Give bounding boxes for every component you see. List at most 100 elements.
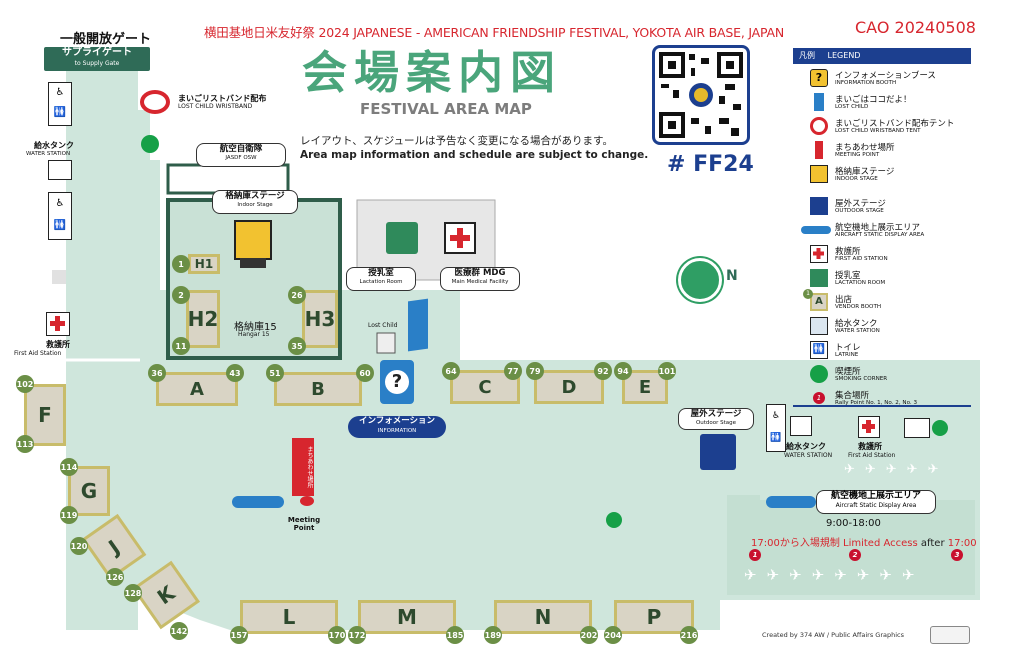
legend: 凡例 LEGEND ? インフォメーションブース INFORMATION BOO… [793, 48, 971, 410]
aid-station2-jp: 救護所 [858, 442, 882, 451]
legend-item-jp: 出店 [835, 295, 853, 305]
water-station-en: WATER STATION [26, 151, 71, 157]
aircraft-display-jp: 航空機地上展示エリア [830, 491, 921, 501]
booth-d-to: 92 [594, 362, 612, 380]
legend-item-jp: 航空機地上展示エリア [835, 223, 921, 233]
supply-gate-en: to Supply Gate [74, 60, 120, 67]
jasdf-en: JASDF OSW [225, 155, 257, 161]
booth-h1[interactable]: H1 [188, 254, 220, 274]
lactation-jp: 授乳室 [368, 268, 394, 278]
first-aid-icon [810, 245, 828, 263]
lost-wristband-jp: まいごリストバンド配布 [178, 94, 267, 103]
booth-l-from: 157 [230, 626, 248, 644]
legend-item-en: INDOOR STAGE [835, 176, 878, 182]
rally-icon: 1 [813, 392, 825, 404]
rally-point-3: 3 [951, 549, 963, 561]
booth-b-from: 51 [266, 364, 284, 382]
booth-n-to: 202 [580, 626, 598, 644]
booth-h2-to: 11 [172, 337, 190, 355]
legend-item-jp: 格納庫ステージ [835, 167, 895, 177]
first-aid-jp: 救護所 [46, 340, 70, 349]
booth-h3[interactable]: H3 [302, 290, 338, 348]
water-icon [790, 416, 812, 436]
medical-tag: 医療群 MDG Main Medical Facility [440, 267, 520, 291]
booth-b[interactable]: B [274, 372, 362, 406]
page-title-jp: 会場案内図 [302, 46, 563, 99]
public-gate-label: 一般開放ゲート [60, 32, 152, 47]
legend-item-en: INFORMATION BOOTH [835, 80, 897, 86]
booth-m-from: 172 [348, 626, 366, 644]
legend-item-en: LOST CHILD [835, 104, 869, 110]
booth-l[interactable]: L [240, 600, 338, 634]
lost-child-flag-icon [408, 298, 428, 352]
booth-m[interactable]: M [358, 600, 456, 634]
aircraft-row-icon: ✈✈✈✈✈✈✈✈ [744, 566, 925, 584]
first-aid-icon [858, 416, 880, 438]
meeting-flag-icon [815, 141, 823, 159]
booth-e-from: 94 [614, 362, 632, 380]
booth-f-to: 113 [16, 435, 34, 453]
latrine-icon: ♿🚻 [48, 82, 72, 126]
latrine-icon: ♿🚻 [766, 404, 786, 452]
information-sign: インフォメーション INFORMATION [348, 416, 446, 438]
outdoor-stage-tag: 屋外ステージ Outdoor Stage [678, 408, 754, 430]
indoor-stage-jp: 格納庫ステージ [225, 191, 285, 201]
booth-a[interactable]: A [156, 372, 238, 406]
legend-item-meeting: まちあわせ場所 MEETING POINT [793, 140, 971, 162]
booth-f[interactable]: F [24, 384, 66, 446]
legend-item-wristband: まいごリストバンド配布テント LOST CHILD WRISTBAND TENT [793, 116, 971, 138]
smoking-icon [606, 512, 622, 528]
legend-item-aircraft: 航空機地上展示エリア AIRCRAFT STATIC DISPLAY AREA [793, 220, 971, 242]
wristband-icon [140, 90, 170, 114]
lactation-icon [386, 222, 418, 254]
page-title-en: FESTIVAL AREA MAP [360, 100, 532, 118]
lactation-en: Lactation Room [359, 279, 403, 285]
booth-e-to: 101 [658, 362, 676, 380]
booth-k-to: 142 [170, 622, 188, 640]
legend-item-en: OUTDOOR STAGE [835, 208, 884, 214]
legend-item-en: WATER STATION [835, 328, 880, 334]
hangar-jp: 格納庫15 [234, 322, 277, 333]
legend-item-jp: 喫煙所 [835, 367, 861, 377]
supply-gate-jp: サプライゲート [62, 47, 132, 58]
notice-jp: レイアウト、スケジュールは予告なく変更になる場合があります。 [300, 135, 614, 147]
legend-item-en: LACTATION ROOM [835, 280, 886, 286]
legend-item-jp: トイレ [835, 343, 861, 353]
access-limit: 17:00から入場規制 Limited Access after 17:00 [751, 534, 977, 549]
aircraft-icon [801, 226, 831, 234]
unit-logo-icon [930, 626, 970, 644]
booth-c-from: 64 [442, 362, 460, 380]
lactation-icon [810, 269, 828, 287]
limit-after-time: 17:00 [947, 538, 977, 549]
booth-g[interactable]: G [68, 466, 110, 516]
indoor-stage-tag: 格納庫ステージ Indoor Stage [212, 190, 298, 214]
booth-p[interactable]: P [614, 600, 694, 634]
water-station2-jp: 給水タンク [786, 442, 826, 451]
display-hours: 9:00-18:00 [826, 518, 881, 529]
qr-code[interactable] [652, 45, 750, 145]
first-aid-icon [46, 312, 70, 336]
first-aid-icon [444, 222, 476, 254]
legend-item-en: AIRCRAFT STATIC DISPLAY AREA [835, 232, 925, 238]
info-booth-icon[interactable]: ? [380, 360, 414, 404]
booth-h1-num: 1 [172, 255, 190, 273]
legend-item-en: SMOKING CORNER [835, 376, 888, 382]
booth-d[interactable]: D [534, 370, 604, 404]
booth-p-from: 204 [604, 626, 622, 644]
legend-item-first-aid: 救護所 FIRST AID STATION [793, 244, 971, 266]
vendor-icon: A [810, 293, 828, 311]
booth-g-to: 119 [60, 506, 78, 524]
aircraft-display-tag: 航空機地上展示エリア Aircraft Static Display Area [816, 490, 936, 514]
outdoor-stage-icon [700, 434, 736, 470]
lost-wristband-en: LOST CHILD WRISTBAND [178, 103, 253, 110]
jasdf-jp: 航空自衛隊 [219, 144, 263, 154]
legend-item-latrine: 🚻 トイレ LATRINE [793, 340, 971, 362]
booth-n[interactable]: N [494, 600, 592, 634]
legend-item-en: MEETING POINT [835, 152, 880, 158]
lactation-tag: 授乳室 Lactation Room [346, 267, 416, 291]
booth-h2[interactable]: H2 [186, 290, 220, 348]
legend-item-rally: 1 集合場所 Rally Point No. 1, No. 2, No. 3 [793, 388, 971, 410]
limit-en: Limited Access [843, 538, 918, 549]
booth-h2-from: 2 [172, 286, 190, 304]
north-label: N [726, 268, 738, 284]
